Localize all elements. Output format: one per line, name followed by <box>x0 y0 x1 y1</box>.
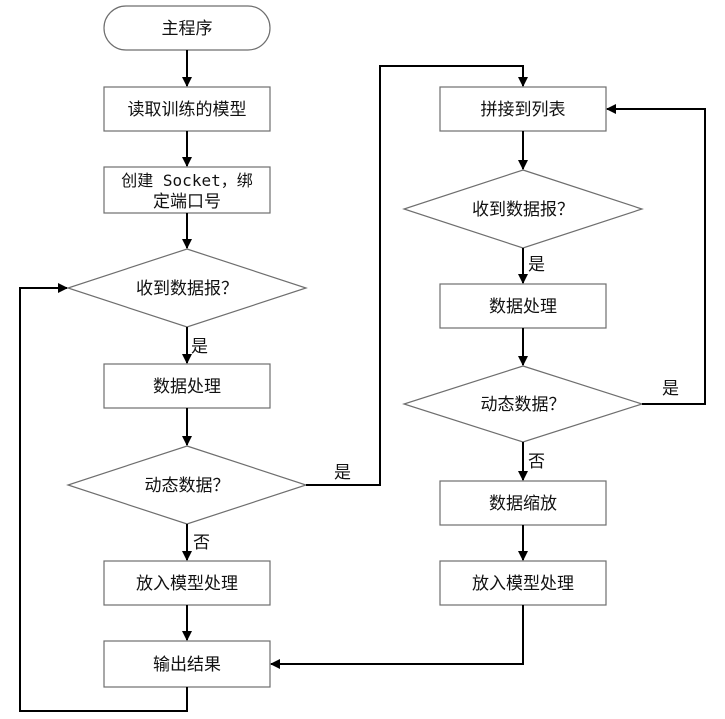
received-datagram-decision-right-label: 收到数据报？ <box>472 200 574 220</box>
data-processing-box-right <box>439 283 607 329</box>
dynamic-data-decision-left-label: 动态数据？ <box>145 476 230 496</box>
output-result-label: 输出结果 <box>153 655 221 675</box>
arrow-dynamic-yes-to-concat <box>306 65 528 486</box>
read-model-box <box>103 86 271 132</box>
edge-label-yes-recv-left: 是 <box>191 337 208 357</box>
create-socket-box <box>103 166 271 214</box>
data-processing-box-right-label: 数据处理 <box>489 297 557 317</box>
edge-label-yes-dynamic-left: 是 <box>334 463 351 483</box>
model-processing-box-right-label: 放入模型处理 <box>472 574 574 594</box>
edge-label-yes-dynamic-right: 是 <box>662 379 679 399</box>
read-model-label: 读取训练的模型 <box>128 100 247 120</box>
edge-label-yes-recv-right: 是 <box>528 255 545 275</box>
create-socket-label-line1: 创建 Socket，绑 <box>121 171 252 190</box>
loop-dynamic-yes-to-concat <box>606 104 706 405</box>
edge-label-no-dynamic-left: 否 <box>193 533 210 553</box>
data-scaling-label: 数据缩放 <box>489 494 557 514</box>
data-scaling-box <box>439 480 607 526</box>
data-processing-box-left-label: 数据处理 <box>153 377 221 397</box>
arrow-model-right-to-output <box>270 605 524 669</box>
start-terminal-label: 主程序 <box>162 19 213 39</box>
model-processing-box-left <box>103 560 271 606</box>
concat-list-label: 拼接到列表 <box>481 100 566 120</box>
model-processing-box-right <box>439 560 607 606</box>
loop-output-to-recv <box>19 283 188 712</box>
model-processing-box-left-label: 放入模型处理 <box>136 574 238 594</box>
received-datagram-decision-left-label: 收到数据报？ <box>136 279 238 299</box>
data-processing-box-left <box>103 363 271 409</box>
create-socket-label-line2: 定端口号 <box>153 192 221 212</box>
edge-label-no-dynamic-right: 否 <box>528 452 545 472</box>
output-result-box <box>103 640 271 688</box>
dynamic-data-decision-right-label: 动态数据？ <box>481 395 566 415</box>
